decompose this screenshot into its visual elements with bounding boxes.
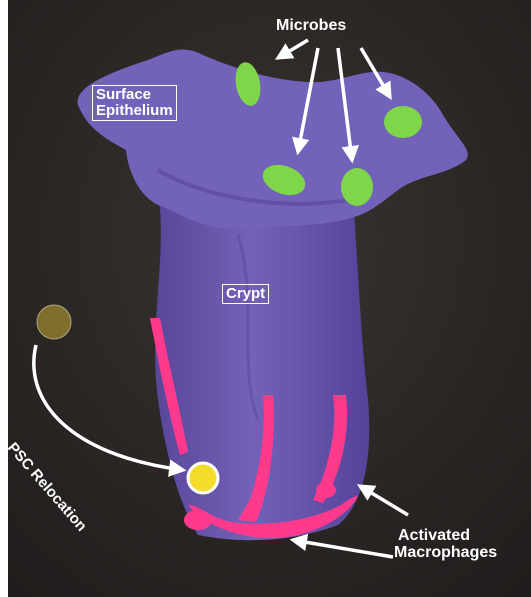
surface-epithelium-label: Surface Epithelium — [92, 85, 177, 121]
macrophage — [316, 482, 336, 498]
psc-relocated — [188, 463, 218, 493]
psc-original-position — [37, 305, 71, 339]
crypt-label: Crypt — [222, 284, 269, 304]
microbes-label: Microbes — [276, 18, 346, 35]
microbe — [341, 168, 373, 206]
clay-model-photo — [8, 0, 531, 597]
activated-macrophages-label: Activated Macrophages — [394, 528, 497, 562]
microbe — [384, 106, 422, 138]
macrophage — [184, 510, 212, 530]
